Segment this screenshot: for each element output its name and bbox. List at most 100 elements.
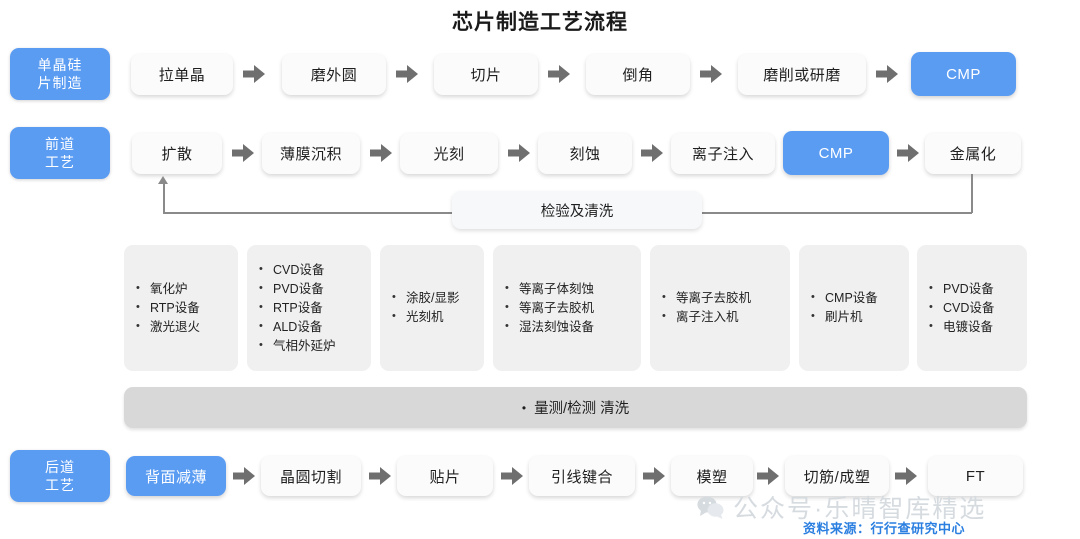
feedback-line-left-vertical: [163, 183, 165, 213]
step-backend-0-label: 背面减薄: [144, 468, 207, 486]
step-backend-2[interactable]: 贴片: [397, 456, 493, 496]
arrow-backend-1: [369, 467, 391, 485]
wechat-icon: [697, 495, 724, 519]
arrow-frontend-5: [897, 144, 919, 162]
step-frontend-1[interactable]: 薄膜沉积: [262, 133, 360, 174]
arrow-frontend-3: [641, 144, 663, 162]
step-wafer-0[interactable]: 拉单晶: [131, 54, 233, 95]
equipment-card-4: 等离子去胶机 离子注入机: [650, 245, 790, 371]
arrow-frontend-2: [508, 144, 530, 162]
step-wafer-3-label: 倒角: [622, 67, 654, 84]
metrology-bullet-icon: •: [521, 400, 527, 415]
inspection-label: 检验及清洗: [540, 203, 614, 220]
equipment-item: CMP设备: [809, 288, 899, 308]
equipment-item: PVD设备: [927, 279, 1017, 299]
arrow-backend-0: [233, 467, 255, 485]
step-frontend-4-label: 离子注入: [691, 146, 754, 163]
step-backend-6[interactable]: FT: [928, 456, 1023, 496]
equipment-item: 激光退火: [134, 317, 228, 337]
equipment-item: ALD设备: [257, 317, 361, 337]
arrow-frontend-1: [370, 144, 392, 162]
step-wafer-5-label: CMP: [946, 65, 981, 83]
step-backend-3-label: 引线键合: [550, 468, 613, 486]
arrow-wafer-1: [396, 65, 418, 83]
category-wafer-line2: 片制造: [37, 75, 83, 91]
arrow-backend-3: [643, 467, 665, 485]
step-backend-4-label: 模塑: [696, 468, 728, 486]
feedback-line-right-vertical: [971, 174, 973, 213]
step-frontend-5[interactable]: CMP: [783, 131, 889, 175]
equipment-card-0: 氧化炉 RTP设备 激光退火: [124, 245, 238, 371]
step-frontend-4[interactable]: 离子注入: [671, 133, 775, 174]
step-wafer-1-label: 磨外圆: [310, 67, 358, 84]
step-backend-2-label: 贴片: [429, 468, 461, 486]
category-frontend-line2: 工艺: [45, 154, 75, 170]
category-label-frontend: 前道 工艺: [10, 127, 110, 179]
arrow-wafer-4: [876, 65, 898, 83]
step-wafer-0-label: 拉单晶: [158, 67, 206, 84]
equipment-item: 氧化炉: [134, 279, 228, 299]
arrow-backend-5: [895, 467, 917, 485]
arrow-wafer-2: [548, 65, 570, 83]
step-backend-6-label: FT: [965, 467, 986, 485]
step-wafer-4-label: 磨削或研磨: [763, 67, 841, 84]
step-frontend-6[interactable]: 金属化: [925, 133, 1021, 174]
step-backend-5[interactable]: 切筋/成塑: [785, 456, 889, 496]
category-backend-line1: 后道: [45, 459, 75, 475]
equipment-item: PVD设备: [257, 279, 361, 299]
step-backend-1-label: 晶圆切割: [279, 468, 342, 486]
category-wafer-line1: 单晶硅: [37, 57, 83, 73]
equipment-item: RTP设备: [257, 298, 361, 318]
step-backend-3[interactable]: 引线键合: [529, 456, 635, 496]
source-credit: 资料来源：行行查研究中心: [803, 521, 966, 536]
equipment-card-2: 涂胶/显影 光刻机: [380, 245, 484, 371]
arrow-frontend-0: [232, 144, 254, 162]
equipment-item: 等离子体刻蚀: [503, 279, 631, 299]
step-frontend-1-label: 薄膜沉积: [279, 146, 342, 163]
equipment-item: 刷片机: [809, 307, 899, 327]
step-frontend-5-label: CMP: [818, 144, 854, 162]
step-frontend-0[interactable]: 扩散: [132, 133, 222, 174]
equipment-item: 离子注入机: [660, 307, 780, 327]
inspection-node[interactable]: 检验及清洗: [452, 191, 702, 229]
category-label-backend: 后道 工艺: [10, 450, 110, 502]
equipment-item: CVD设备: [927, 298, 1017, 318]
category-frontend-line1: 前道: [45, 136, 75, 152]
equipment-card-6: PVD设备 CVD设备 电镀设备: [917, 245, 1027, 371]
step-frontend-2-label: 光刻: [433, 146, 465, 163]
equipment-item: 电镀设备: [927, 317, 1017, 337]
equipment-card-5: CMP设备 刷片机: [799, 245, 909, 371]
arrow-backend-4: [757, 467, 779, 485]
equipment-item: CVD设备: [257, 260, 361, 280]
equipment-item: 等离子去胶机: [660, 288, 780, 308]
step-backend-4[interactable]: 模塑: [671, 456, 753, 496]
step-wafer-2[interactable]: 切片: [434, 54, 538, 95]
category-label-wafer: 单晶硅 片制造: [10, 48, 110, 100]
metrology-bar: • 量测/检测 清洗: [124, 387, 1027, 428]
step-wafer-1[interactable]: 磨外圆: [282, 54, 386, 95]
equipment-item: RTP设备: [134, 298, 228, 318]
equipment-item: 湿法刻蚀设备: [503, 317, 631, 337]
feedback-arrowhead-up-icon: [158, 176, 168, 184]
equipment-card-1: CVD设备 PVD设备 RTP设备 ALD设备 气相外延炉: [247, 245, 371, 371]
step-wafer-3[interactable]: 倒角: [586, 54, 690, 95]
category-backend-line2: 工艺: [45, 477, 75, 493]
metrology-label: 量测/检测 清洗: [534, 401, 630, 417]
step-backend-5-label: 切筋/成塑: [803, 468, 871, 486]
arrow-wafer-0: [243, 65, 265, 83]
step-wafer-5[interactable]: CMP: [911, 52, 1016, 96]
equipment-item: 等离子去胶机: [503, 298, 631, 318]
arrow-backend-2: [501, 467, 523, 485]
step-backend-0[interactable]: 背面减薄: [126, 456, 226, 496]
step-backend-1[interactable]: 晶圆切割: [261, 456, 361, 496]
step-frontend-6-label: 金属化: [949, 146, 997, 163]
page-title: 芯片制造工艺流程: [452, 11, 628, 34]
step-frontend-3-label: 刻蚀: [569, 146, 601, 163]
step-frontend-0-label: 扩散: [161, 146, 193, 163]
arrow-wafer-3: [700, 65, 722, 83]
step-frontend-3[interactable]: 刻蚀: [538, 133, 632, 174]
equipment-item: 涂胶/显影: [390, 288, 474, 308]
step-wafer-4[interactable]: 磨削或研磨: [738, 54, 866, 95]
step-frontend-2[interactable]: 光刻: [400, 133, 498, 174]
